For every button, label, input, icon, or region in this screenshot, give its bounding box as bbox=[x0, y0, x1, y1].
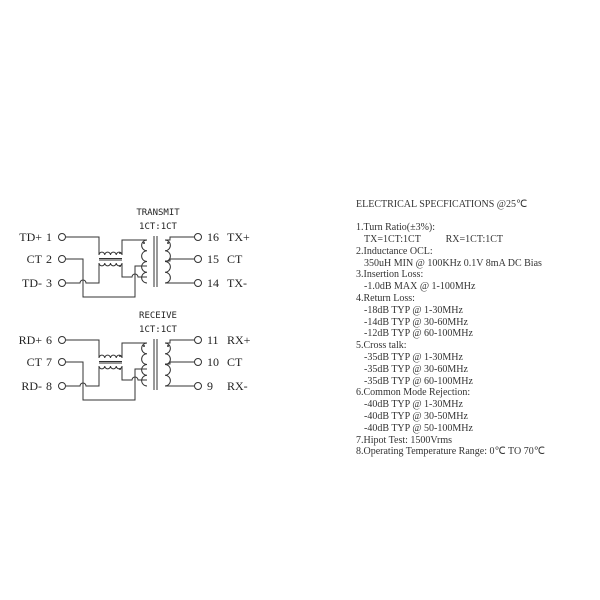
spec-line: 7.Hipot Test: 1500Vrms bbox=[356, 434, 453, 446]
pin-number: 7 bbox=[46, 355, 52, 369]
spec-line: -40dB TYP @ 1-30MHz bbox=[364, 399, 463, 411]
polarity-dot bbox=[119, 368, 121, 370]
spec-line: -1.0dB MAX @ 1-100MHz bbox=[364, 281, 476, 293]
specs-title: ELECTRICAL SPECFICATIONS @25℃ bbox=[356, 198, 528, 210]
transmit-ratio: 1CT:1CT bbox=[139, 222, 178, 232]
pin-name: RD- bbox=[21, 379, 42, 393]
pin-terminal bbox=[58, 255, 66, 263]
pin-number: 16 bbox=[207, 230, 219, 244]
spec-line: -12dB TYP @ 60-100MHz bbox=[364, 328, 473, 340]
pin-terminal bbox=[194, 336, 202, 344]
secondary-winding bbox=[164, 342, 171, 387]
spec-line: -35dB TYP @ 30-60MHz bbox=[364, 363, 468, 375]
polarity-dot bbox=[119, 265, 121, 267]
polarity-dot bbox=[119, 355, 121, 357]
wire bbox=[66, 339, 100, 358]
spec-line: TX=1CT:1CT RX=1CT:1CT bbox=[364, 233, 503, 245]
pin-terminal bbox=[58, 358, 66, 366]
spec-line: 6.Common Mode Rejection: bbox=[356, 387, 471, 399]
pin-name: TD+ bbox=[19, 230, 42, 244]
pin-name: CT bbox=[227, 252, 243, 266]
spec-line: -35dB TYP @ 60-100MHz bbox=[364, 375, 473, 387]
transmit-title: TRANSMIT bbox=[136, 208, 180, 218]
wire bbox=[121, 263, 147, 278]
pin-number: 15 bbox=[207, 252, 219, 266]
pin-number: 14 bbox=[207, 276, 219, 290]
pin-number: 1 bbox=[46, 230, 52, 244]
wire bbox=[66, 366, 100, 387]
spec-line: -40dB TYP @ 50-100MHz bbox=[364, 422, 473, 434]
pin-number: 2 bbox=[46, 252, 52, 266]
spec-line: 8.Operating Temperature Range: 0℃ TO 70℃ bbox=[356, 446, 545, 458]
wire bbox=[165, 339, 194, 344]
pin-terminal bbox=[58, 279, 66, 287]
spec-line: -18dB TYP @ 1-30MHz bbox=[364, 304, 463, 316]
wire bbox=[66, 263, 100, 284]
spec-line: -35dB TYP @ 1-30MHz bbox=[364, 351, 463, 363]
pin-terminal bbox=[194, 279, 202, 287]
choke-winding bbox=[98, 262, 123, 267]
wire bbox=[66, 258, 147, 298]
pin-name: RX- bbox=[227, 379, 248, 393]
polarity-dot bbox=[143, 242, 145, 244]
pin-name: TX+ bbox=[227, 230, 250, 244]
pin-name: RX+ bbox=[227, 333, 251, 347]
spec-line: 4.Return Loss: bbox=[356, 292, 415, 304]
wire bbox=[66, 361, 147, 401]
pin-number: 11 bbox=[207, 333, 219, 347]
pin-terminal bbox=[194, 382, 202, 390]
spec-line: 350uH MIN @ 100KHz 0.1V 8mA DC Bias bbox=[364, 257, 542, 269]
spec-line: -14dB TYP @ 30-60MHz bbox=[364, 316, 468, 328]
pin-terminal bbox=[194, 255, 202, 263]
pin-name: TX- bbox=[227, 276, 247, 290]
electrical-specifications: ELECTRICAL SPECFICATIONS @25℃ 1.Turn Rat… bbox=[356, 175, 545, 458]
spec-line: 2.Inductance OCL: bbox=[356, 245, 433, 257]
pin-terminal bbox=[58, 233, 66, 241]
wire bbox=[66, 236, 100, 255]
primary-winding bbox=[141, 342, 148, 387]
polarity-dot bbox=[167, 345, 169, 347]
pin-terminal bbox=[194, 358, 202, 366]
spec-line: 5.Cross talk: bbox=[356, 340, 407, 352]
pin-number: 6 bbox=[46, 333, 52, 347]
pin-name: CT bbox=[27, 252, 43, 266]
spec-line: 1.Turn Ratio(±3%): bbox=[356, 222, 436, 234]
pin-number: 8 bbox=[46, 379, 52, 393]
pin-name: TD- bbox=[22, 276, 42, 290]
pin-name: RD+ bbox=[19, 333, 43, 347]
polarity-dot bbox=[167, 242, 169, 244]
wire bbox=[165, 236, 194, 241]
choke-winding bbox=[98, 354, 123, 359]
choke-winding bbox=[98, 251, 123, 256]
spec-line: 3.Insertion Loss: bbox=[356, 269, 424, 281]
choke-winding bbox=[98, 365, 123, 370]
receive-title: RECEIVE bbox=[139, 311, 177, 321]
spec-line: -40dB TYP @ 30-50MHz bbox=[364, 410, 468, 422]
wire bbox=[121, 342, 147, 358]
pin-number: 3 bbox=[46, 276, 52, 290]
pin-number: 10 bbox=[207, 355, 219, 369]
wire bbox=[121, 366, 147, 381]
pin-terminal bbox=[58, 336, 66, 344]
pin-name: CT bbox=[227, 355, 243, 369]
pin-terminal bbox=[58, 382, 66, 390]
primary-winding bbox=[141, 239, 148, 284]
wire bbox=[121, 239, 147, 255]
polarity-dot bbox=[143, 345, 145, 347]
secondary-winding bbox=[164, 239, 171, 284]
receive-ratio: 1CT:1CT bbox=[139, 325, 178, 335]
pin-number: 9 bbox=[207, 379, 213, 393]
pin-name: CT bbox=[27, 355, 43, 369]
pin-terminal bbox=[194, 233, 202, 241]
polarity-dot bbox=[119, 252, 121, 254]
